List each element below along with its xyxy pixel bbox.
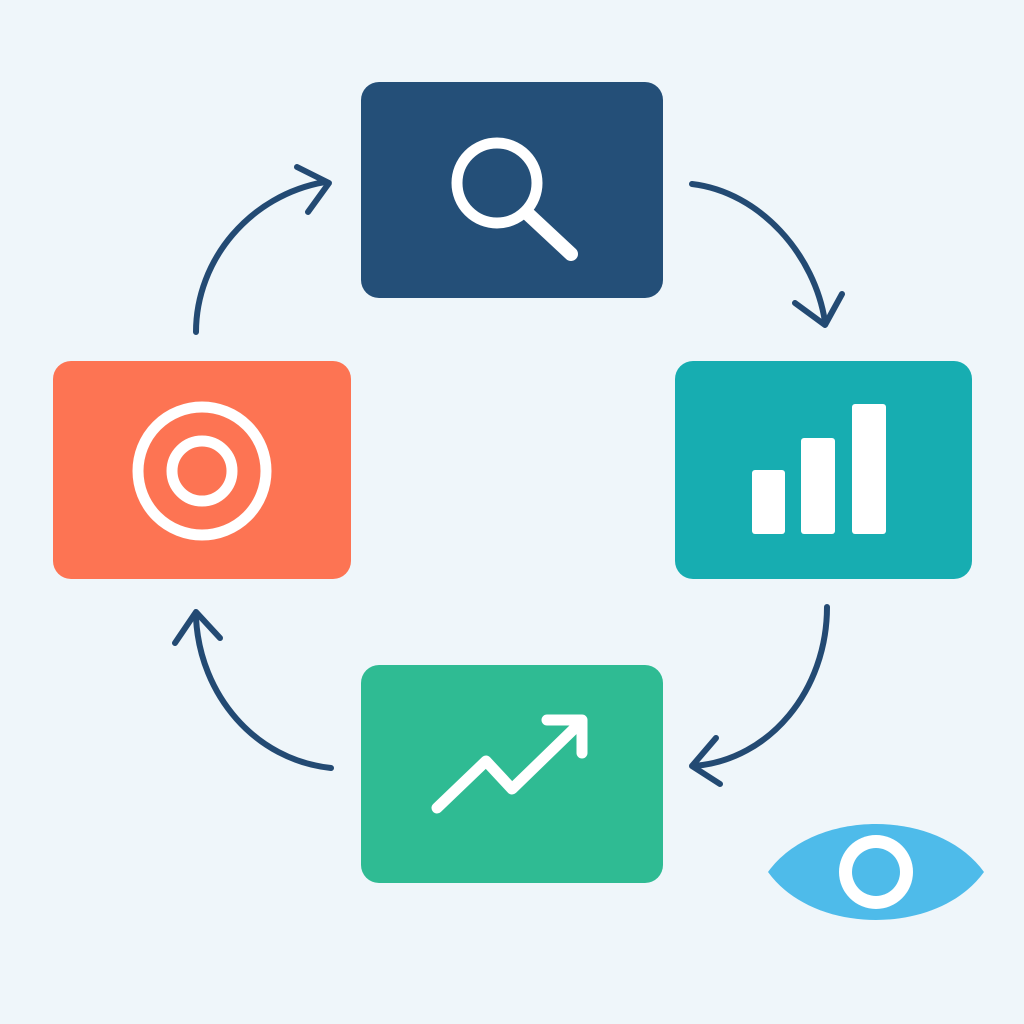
growth-node <box>361 665 663 883</box>
trend-up-icon <box>431 714 588 814</box>
arrow-search-to-analyze <box>689 181 845 328</box>
arrow-growth-to-target <box>172 609 334 771</box>
bar-chart-icon <box>752 404 886 534</box>
magnifier-icon <box>451 137 578 261</box>
arrow-target-to-search <box>193 164 332 335</box>
target-node <box>53 361 351 579</box>
eye-icon <box>768 824 984 920</box>
arrow-analyze-to-growth <box>689 604 830 787</box>
search-node <box>361 82 663 298</box>
target-icon <box>132 401 272 541</box>
analyze-node <box>675 361 972 579</box>
